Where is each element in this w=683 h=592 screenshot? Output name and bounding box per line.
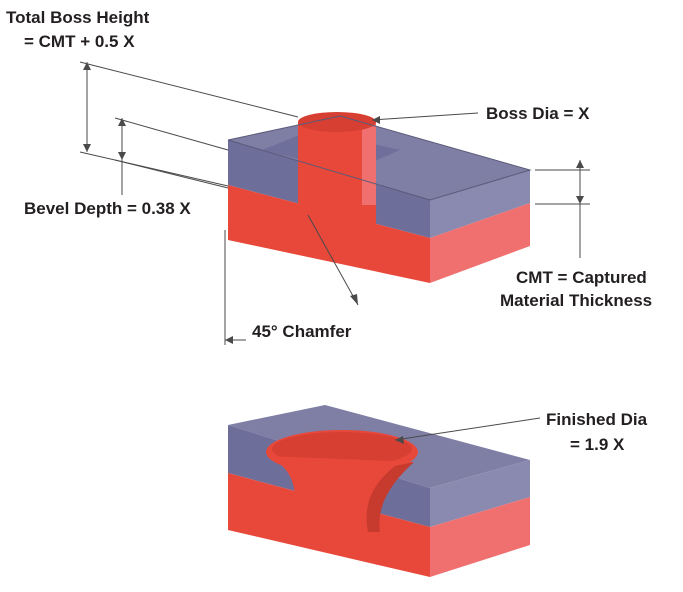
top-dimension-lines bbox=[79, 61, 590, 345]
top-plate-outline bbox=[227, 115, 532, 201]
total-boss-height-label-line1: Total Boss Height bbox=[6, 8, 150, 27]
bottom-dimension-lines bbox=[394, 417, 541, 444]
cmt-label-line1: CMT = Captured bbox=[516, 268, 647, 287]
bottom-assembly bbox=[228, 405, 530, 577]
cmt-label-line2: Material Thickness bbox=[500, 291, 652, 310]
bottom-plate-right-red bbox=[430, 497, 530, 577]
chamfer-label: 45° Chamfer bbox=[252, 322, 352, 341]
bottom-plate-right-blue bbox=[430, 460, 530, 527]
finished-dia-label-line1: Finished Dia bbox=[546, 410, 648, 429]
boss-dia-label: Boss Dia = X bbox=[486, 104, 590, 123]
bevel-depth-label: Bevel Depth = 0.38 X bbox=[24, 199, 191, 218]
finished-dia-label-line2: = 1.9 X bbox=[570, 435, 625, 454]
boss-cylinder-body bbox=[298, 122, 376, 232]
top-plate-right-blue bbox=[430, 170, 530, 238]
finished-funnel-shade bbox=[366, 462, 414, 532]
boss-top bbox=[298, 112, 376, 132]
top-plate-right-red bbox=[430, 203, 530, 283]
boss-flare bbox=[262, 205, 376, 262]
finished-head-top bbox=[272, 432, 412, 466]
finished-funnel bbox=[268, 456, 414, 532]
total-boss-height-label-line2: = CMT + 0.5 X bbox=[24, 32, 135, 51]
boss-cylinder-shade bbox=[362, 122, 376, 232]
top-assembly bbox=[227, 112, 532, 283]
